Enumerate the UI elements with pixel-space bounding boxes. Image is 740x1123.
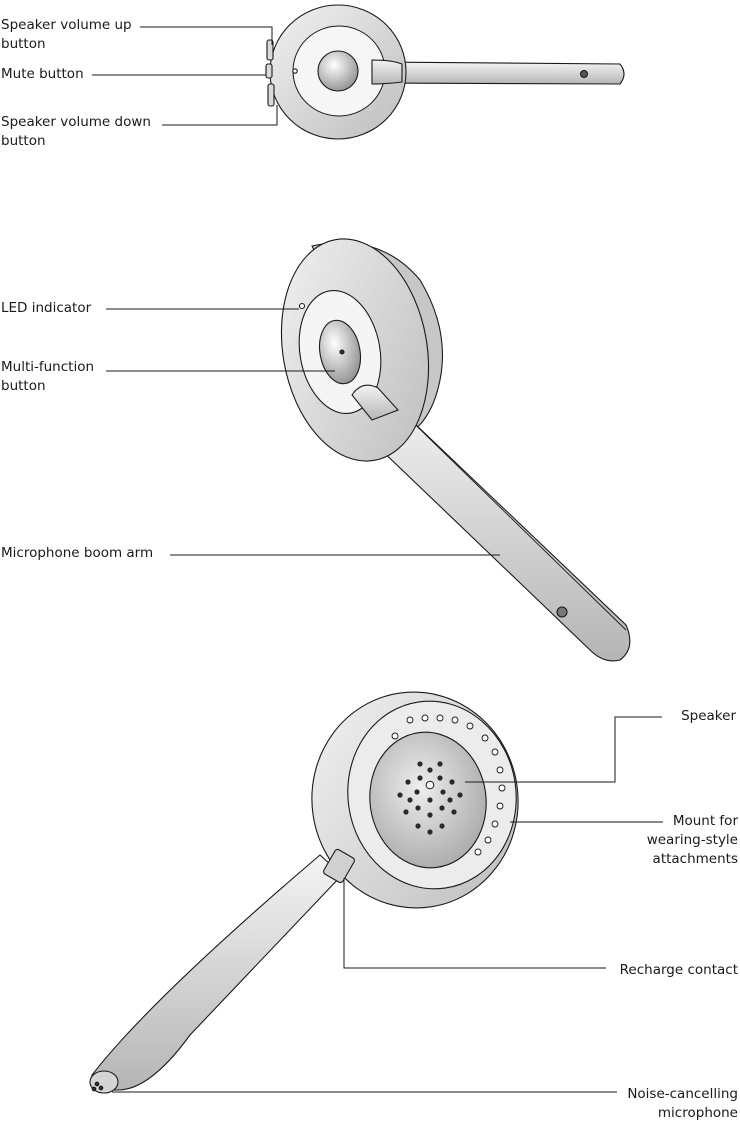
label-volume-down-line2: button [1, 133, 46, 149]
label-speaker-text: Speaker [681, 708, 736, 724]
label-volume-down-line1: Speaker volume down [1, 114, 151, 130]
headset-front-view [280, 238, 631, 662]
front-button-dot [339, 349, 345, 355]
label-led: LED indicator [1, 299, 91, 318]
label-volume-up-line1: Speaker volume up [1, 17, 132, 33]
front-arm-base [351, 384, 399, 421]
side-multi-function-button [317, 50, 359, 92]
front-led-indicator [298, 302, 306, 310]
label-mic: Noise-cancelling microphone [627, 1085, 738, 1123]
label-mic-line2: microphone [657, 1105, 738, 1121]
back-boom-arm [91, 854, 343, 1091]
label-recharge-text: Recharge contact [619, 962, 738, 978]
back-mic-hole-2 [98, 1085, 104, 1091]
side-led-dot [292, 68, 298, 74]
label-mount-line2: wearing-style [646, 832, 738, 848]
label-volume-up: Speaker volume up button [1, 16, 132, 54]
label-recharge: Recharge contact [620, 961, 738, 980]
label-boom-arm: Microphone boom arm [1, 544, 153, 563]
back-mount-dots [391, 714, 506, 856]
front-boom-mic-grille [556, 606, 568, 618]
leader-volume-up [140, 26, 273, 45]
label-volume-up-line2: button [1, 36, 46, 52]
side-boom-mic-dots [579, 69, 589, 79]
leader-lines [92, 26, 663, 1093]
leader-speaker [465, 716, 662, 783]
label-speaker: Speaker [681, 707, 736, 726]
back-recharge-contact [323, 848, 355, 884]
side-volume-down-button [267, 83, 275, 107]
label-boom-arm-text: Microphone boom arm [1, 545, 154, 561]
back-speaker-holes [397, 761, 463, 835]
side-mute-button [265, 63, 273, 79]
label-mount-line1: Mount for [672, 813, 738, 829]
label-mount-line3: attachments [652, 851, 738, 867]
label-mic-line1: Noise-cancelling [627, 1086, 738, 1102]
side-arm-base [371, 59, 403, 85]
headset-back-view [89, 691, 519, 1094]
leader-recharge [343, 878, 606, 969]
label-led-text: LED indicator [1, 300, 92, 316]
headset-side-view [265, 4, 625, 140]
leader-volume-down [162, 105, 278, 126]
label-mount: Mount for wearing-style attachments [647, 812, 738, 869]
label-multi-function-line1: Multi-function [1, 359, 95, 375]
label-multi-function: Multi-function button [1, 358, 94, 396]
label-volume-down: Speaker volume down button [1, 113, 151, 151]
front-boom-arm-edge [391, 401, 627, 631]
back-mic-hole-1 [94, 1081, 100, 1087]
label-mute-text: Mute button [1, 66, 84, 82]
back-mic-hole-3 [91, 1086, 97, 1092]
back-boom-arm-tip [89, 1070, 119, 1094]
label-mute: Mute button [1, 65, 84, 84]
label-multi-function-line2: button [1, 378, 46, 394]
side-boom-arm [371, 61, 625, 85]
